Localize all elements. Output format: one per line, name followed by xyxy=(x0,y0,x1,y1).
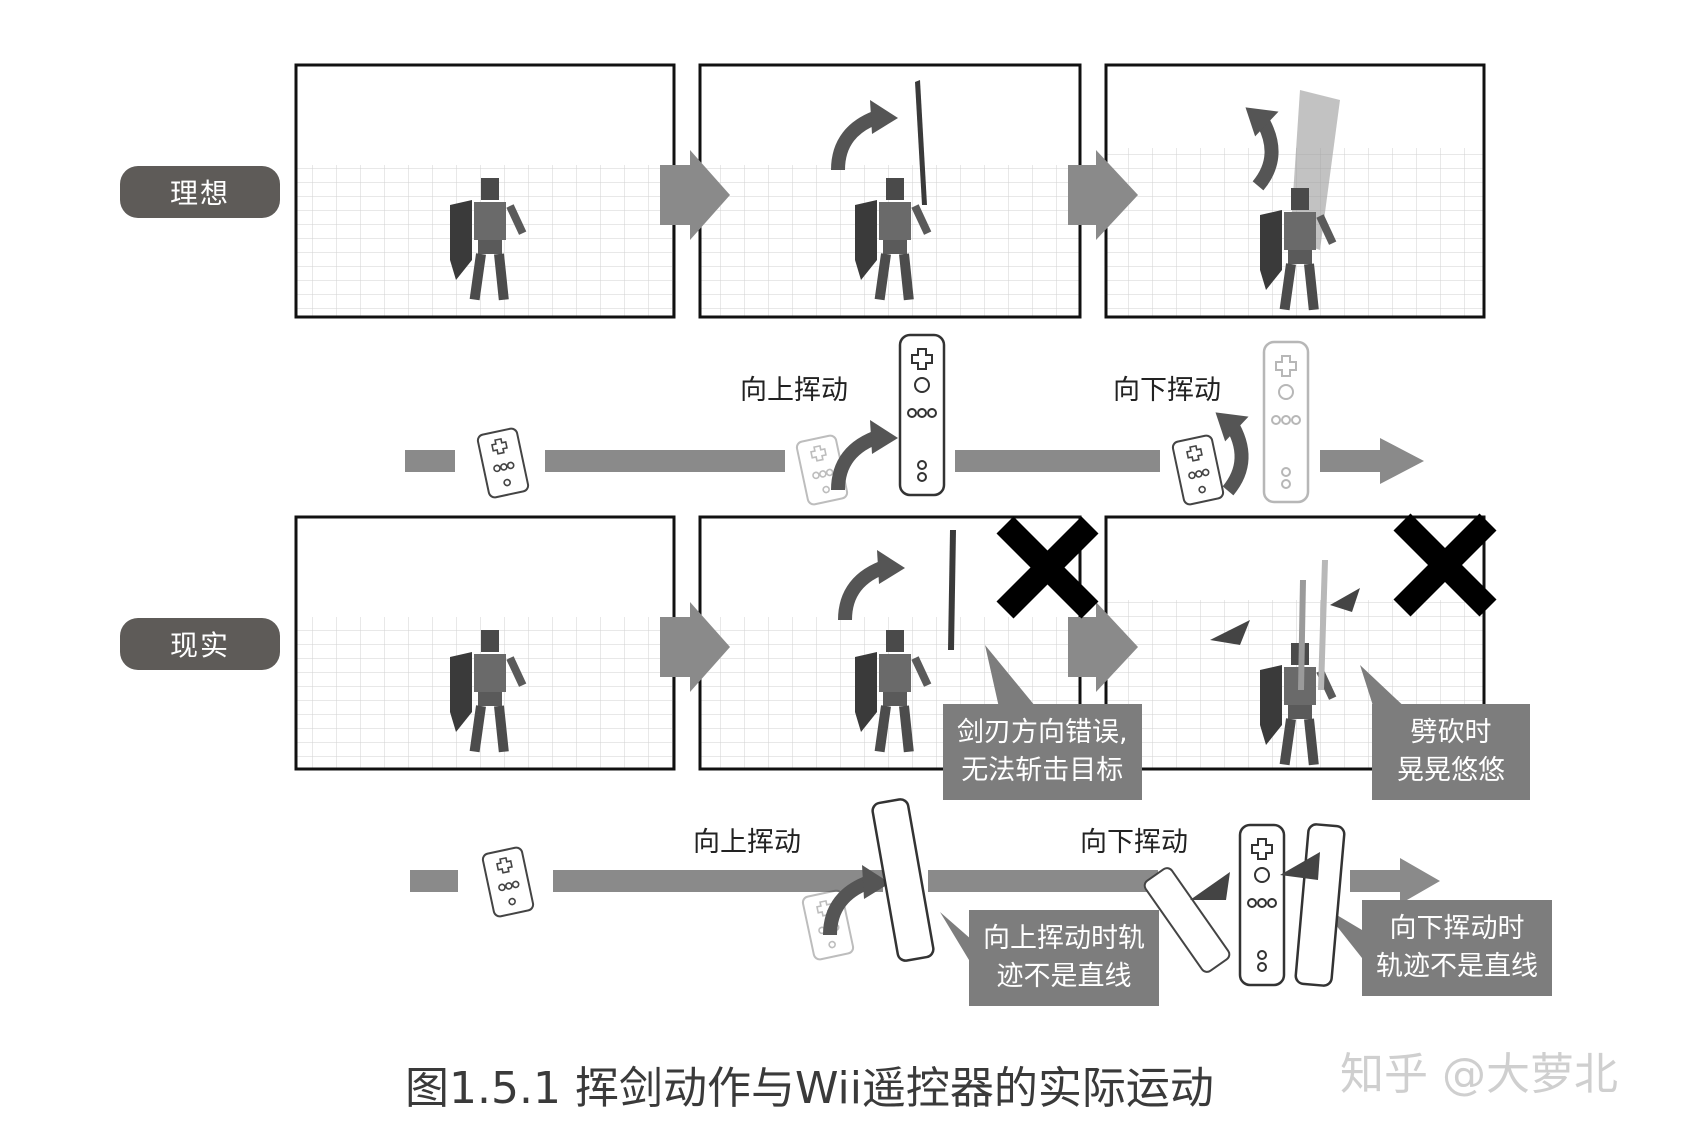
motion-label-real-down: 向下挥动 xyxy=(1080,820,1188,859)
wii-remote-icon xyxy=(1240,825,1284,985)
row-label-ideal: 理想 xyxy=(120,166,280,218)
wii-remote-icon xyxy=(477,428,529,499)
ideal-motion-track xyxy=(405,335,1424,505)
row-label-reality: 现实 xyxy=(120,618,280,670)
wii-remote-icon xyxy=(1295,824,1345,987)
right-arrow-icon xyxy=(1350,858,1440,904)
motion-label-ideal-up: 向上挥动 xyxy=(740,368,848,407)
motion-label-ideal-down: 向下挥动 xyxy=(1113,368,1221,407)
watermark: 知乎 @大萝北 xyxy=(1340,1038,1618,1102)
right-arrow-icon xyxy=(1320,438,1424,484)
callout-pointer xyxy=(940,912,972,965)
wii-remote-icon xyxy=(1264,342,1308,502)
figure-caption: 图1.5.1 挥剑动作与Wii遥控器的实际运动 xyxy=(405,1052,1214,1116)
left-arrow-icon xyxy=(1280,852,1320,880)
reality-panel-1 xyxy=(296,517,674,769)
wii-remote-icon xyxy=(482,847,534,918)
left-arrow-icon xyxy=(1190,872,1230,900)
curved-arrow-icon xyxy=(838,420,898,490)
wii-remote-icon xyxy=(900,335,944,495)
callout-down-not-straight: 向下挥动时 轨迹不是直线 xyxy=(1362,900,1552,996)
ideal-panel-3 xyxy=(1106,65,1484,317)
callout-blade-wrong: 剑刃方向错误, 无法斩击目标 xyxy=(943,704,1142,800)
callout-wobble: 劈砍时 晃晃悠悠 xyxy=(1372,704,1530,800)
wii-remote-icon xyxy=(1172,435,1224,506)
callout-up-not-straight: 向上挥动时轨 迹不是直线 xyxy=(969,910,1159,1006)
ideal-panel-2 xyxy=(700,65,1080,317)
ideal-panel-1 xyxy=(296,65,674,317)
motion-label-real-up: 向上挥动 xyxy=(693,820,801,859)
reality-motion-track xyxy=(410,798,1440,986)
